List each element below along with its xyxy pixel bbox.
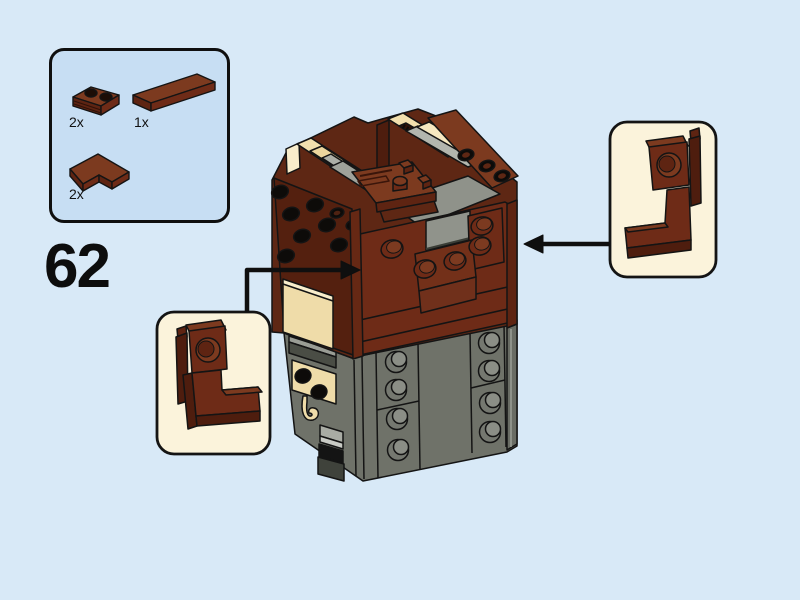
model-upper-brown-hair	[270, 109, 518, 359]
part-plate-1x2-icon	[73, 87, 119, 115]
hair-top-right-block	[428, 110, 518, 188]
placement-arrow-left	[247, 261, 360, 312]
step-number: 62	[44, 232, 111, 301]
side-studs-gray-right-column	[479, 333, 501, 443]
model-right-face-brown	[360, 202, 512, 355]
tan-hook	[302, 396, 318, 420]
eye-stud-right	[309, 383, 329, 401]
placement-arrow-right	[524, 235, 610, 253]
part-tile-1x4-icon	[133, 74, 215, 111]
side-studs-gray-left-column	[386, 352, 409, 461]
side-studs-brown	[379, 215, 495, 281]
eye-stud-left	[293, 367, 313, 385]
callout-left-piece-icon	[176, 320, 262, 429]
part-corner-plate-2x2-icon	[70, 154, 129, 191]
part-count-corner: 2x	[69, 186, 84, 202]
required-parts-icons	[52, 51, 227, 220]
model-lower-gray-body	[284, 320, 517, 481]
side-studs-black-left-face	[270, 183, 349, 265]
right-edge-strip	[507, 200, 517, 328]
tan-side-panel	[283, 279, 333, 349]
part-count-plate: 2x	[69, 114, 84, 130]
top-mechanism	[352, 160, 438, 222]
front-corner-strip	[350, 209, 363, 359]
required-parts-box: 2x 1x 2x	[49, 48, 230, 223]
part-count-tile: 1x	[134, 114, 149, 130]
callout-right-piece-icon	[625, 128, 701, 258]
